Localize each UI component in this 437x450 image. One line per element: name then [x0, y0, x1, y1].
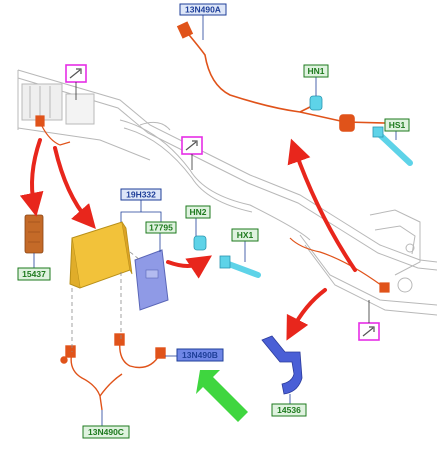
- red-arrow-icon: [19, 138, 357, 341]
- label-17795: 17795: [145, 221, 177, 234]
- svg-text:HN2: HN2: [189, 207, 206, 217]
- trailer-module-19h332: [69, 221, 133, 289]
- harness-left-lead: [35, 115, 71, 146]
- arrow-callout-icon: [358, 322, 380, 341]
- label-13n490a: 13N490A: [179, 3, 227, 16]
- bracket-17795: [134, 249, 169, 311]
- label-hn2: HN2: [185, 205, 211, 219]
- bolt-hx1: [219, 255, 261, 278]
- label-15437: 15437: [17, 267, 51, 281]
- label-hs1: HS1: [384, 118, 410, 132]
- callout-leaders: [75, 82, 370, 323]
- svg-text:HN1: HN1: [307, 66, 324, 76]
- label-leaders: [33, 15, 397, 426]
- green-arrow-icon: [196, 370, 248, 422]
- label-hn1: HN1: [303, 64, 329, 78]
- svg-text:19H332: 19H332: [126, 190, 156, 200]
- label-hx1: HX1: [231, 228, 259, 242]
- svg-text:17795: 17795: [149, 223, 173, 233]
- svg-text:13N490A: 13N490A: [185, 5, 221, 15]
- fuse-block-15437: [24, 214, 44, 254]
- svg-text:13N490B: 13N490B: [182, 350, 218, 360]
- svg-text:15437: 15437: [22, 269, 46, 279]
- arrow-callout-icon: [181, 136, 203, 155]
- svg-text:HS1: HS1: [389, 120, 406, 130]
- svg-text:13N490C: 13N490C: [88, 427, 124, 437]
- harness-13n490a: [176, 21, 386, 132]
- svg-text:14536: 14536: [277, 405, 301, 415]
- connector-hn2: [193, 235, 207, 251]
- harness-13n490b: [60, 333, 166, 411]
- harness-hitch-lead: [289, 237, 390, 293]
- arrow-callout-icon: [65, 64, 87, 83]
- label-13n490c: 13N490C: [82, 425, 130, 439]
- bracket-plate-14536: [261, 335, 303, 395]
- chassis-frame: [17, 69, 437, 316]
- svg-text:HX1: HX1: [237, 230, 254, 240]
- label-19h332: 19H332: [120, 188, 162, 201]
- connector-hn1: [309, 95, 323, 111]
- bolt-hs1: [372, 126, 413, 166]
- label-14536: 14536: [271, 403, 307, 417]
- projection-lines: [71, 251, 141, 352]
- label-13n490b: 13N490B: [176, 348, 224, 362]
